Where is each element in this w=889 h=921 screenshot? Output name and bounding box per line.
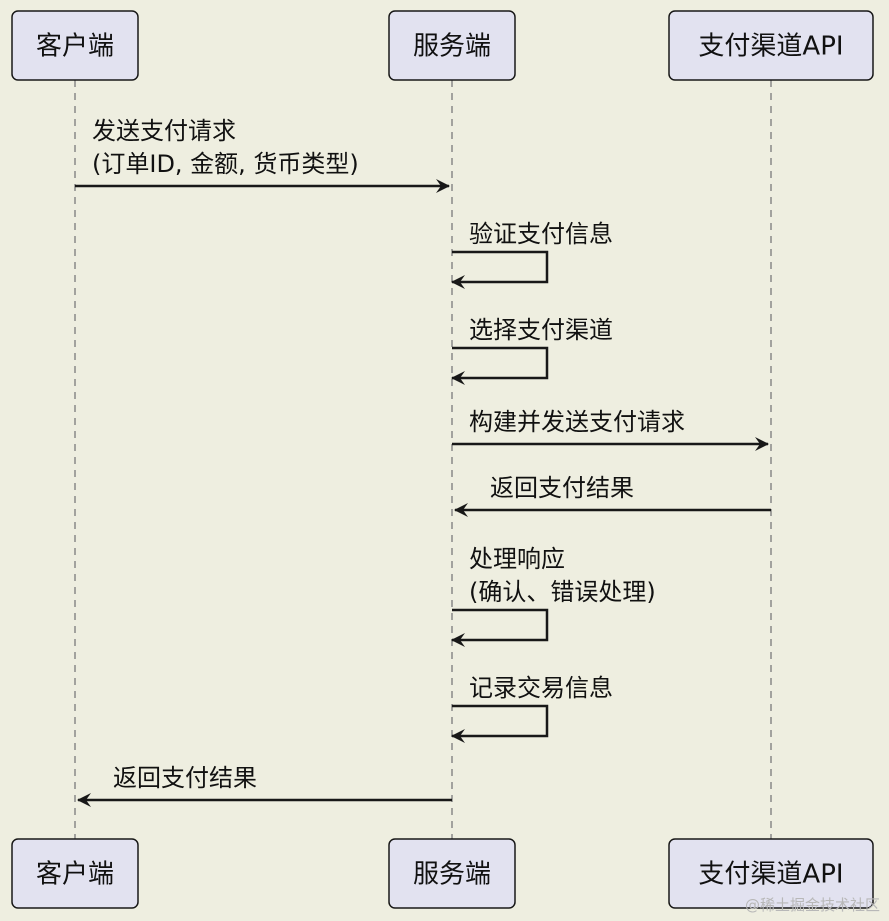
message-label: 处理响应 bbox=[469, 545, 565, 573]
message-4: 构建并发送支付请求 bbox=[452, 408, 769, 451]
participant-label: 客户端 bbox=[36, 32, 114, 62]
message-label: 选择支付渠道 bbox=[469, 316, 613, 344]
self-call-arrow bbox=[451, 346, 549, 385]
self-call-arrow bbox=[451, 704, 549, 743]
self-call-arrow bbox=[451, 608, 549, 647]
message-label: 返回支付结果 bbox=[490, 474, 634, 502]
message-label: (订单ID, 金额, 货币类型) bbox=[92, 150, 359, 178]
message-label: 记录交易信息 bbox=[469, 674, 613, 702]
message-label: 发送支付请求 bbox=[92, 117, 236, 145]
message-7: 记录交易信息 bbox=[451, 674, 613, 743]
message-8: 返回支付结果 bbox=[77, 764, 452, 807]
message-label: 返回支付结果 bbox=[113, 764, 257, 792]
participant-box bbox=[388, 838, 516, 909]
self-call-arrow bbox=[451, 250, 549, 289]
participant-box bbox=[668, 838, 874, 909]
participant-box bbox=[388, 10, 516, 81]
participant-server-top[interactable]: 服务端 bbox=[388, 10, 516, 81]
messages: 发送支付请求 (订单ID, 金额, 货币类型) 验证支付信息选择支付渠道构建并发送支… bbox=[75, 117, 771, 807]
participant-client-bottom[interactable]: 客户端 bbox=[11, 838, 139, 909]
participant-box bbox=[11, 838, 139, 909]
participant-box bbox=[668, 10, 874, 81]
message-label: 验证支付信息 bbox=[469, 220, 613, 248]
participant-label: 支付渠道API bbox=[698, 32, 843, 62]
participant-label: 服务端 bbox=[413, 32, 491, 62]
message-6: 处理响应 (确认、错误处理) bbox=[451, 545, 656, 647]
message-1: 发送支付请求 (订单ID, 金额, 货币类型) bbox=[75, 117, 450, 193]
participant-label: 客户端 bbox=[36, 860, 114, 890]
watermark: @稀土掘金技术社区 bbox=[745, 896, 880, 914]
message-2: 验证支付信息 bbox=[451, 220, 613, 289]
message-3: 选择支付渠道 bbox=[451, 316, 613, 385]
message-label: 构建并发送支付请求 bbox=[469, 408, 685, 436]
participant-client-top[interactable]: 客户端 bbox=[11, 10, 139, 81]
lifelines bbox=[74, 80, 772, 839]
message-label: (确认、错误处理) bbox=[469, 578, 656, 606]
participant-api-top[interactable]: 支付渠道API bbox=[668, 10, 874, 81]
message-5: 返回支付结果 bbox=[454, 474, 771, 517]
participant-api-bottom[interactable]: 支付渠道API bbox=[668, 838, 874, 909]
participant-label: 服务端 bbox=[413, 860, 491, 890]
participant-box bbox=[11, 10, 139, 81]
participant-label: 支付渠道API bbox=[698, 860, 843, 890]
participant-server-bottom[interactable]: 服务端 bbox=[388, 838, 516, 909]
